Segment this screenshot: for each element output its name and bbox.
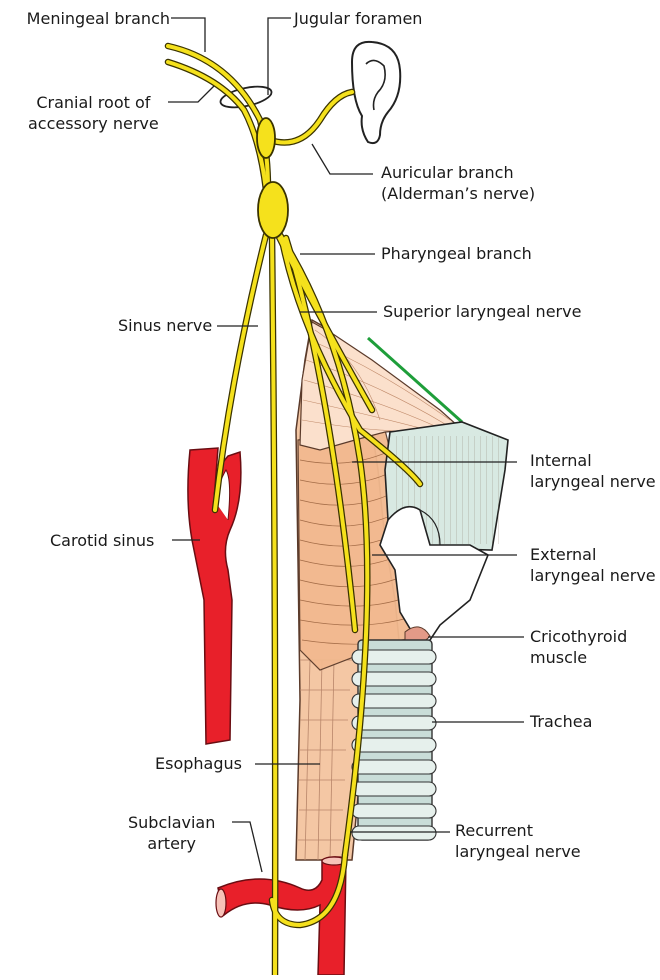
ear bbox=[352, 42, 400, 143]
label-sinus-nerve: Sinus nerve bbox=[118, 315, 212, 336]
label-superior-laryngeal-nerve: Superior laryngeal nerve bbox=[383, 301, 581, 322]
label-carotid-sinus: Carotid sinus bbox=[50, 530, 154, 551]
label-meningeal-branch: Meningeal branch bbox=[27, 8, 170, 29]
label-jugular-foramen: Jugular foramen bbox=[294, 8, 422, 29]
inferior-ganglion bbox=[258, 182, 288, 238]
label-auricular-branch: Auricular branch(Alderman’s nerve) bbox=[381, 162, 535, 204]
label-trachea: Trachea bbox=[530, 711, 592, 732]
superior-ganglion bbox=[257, 118, 275, 158]
label-pharyngeal-branch: Pharyngeal branch bbox=[381, 243, 532, 264]
label-esophagus: Esophagus bbox=[155, 753, 242, 774]
